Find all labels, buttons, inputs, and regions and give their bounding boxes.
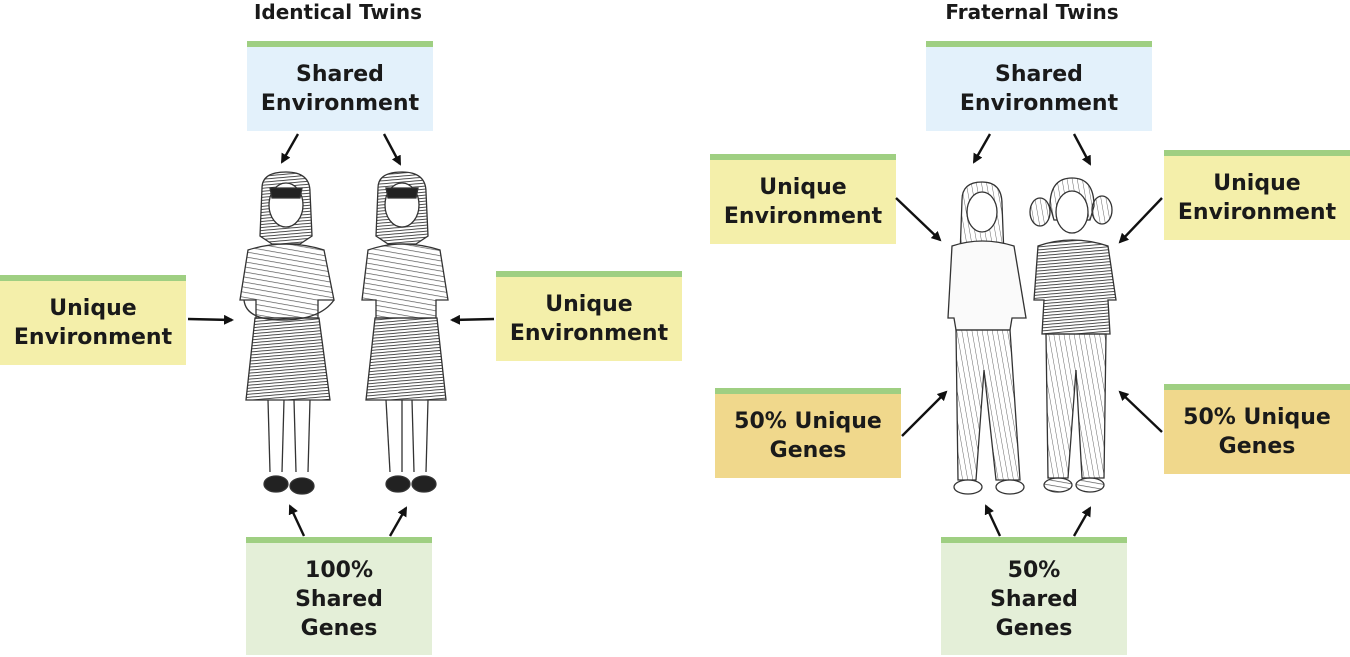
fraternal-unique-environment-right-box: Unique Environment bbox=[1164, 150, 1350, 240]
arrow bbox=[450, 314, 495, 325]
fraternal-unique-genes-right-label: 50% Unique Genes bbox=[1183, 405, 1331, 459]
identical-twins-title: Identical Twins bbox=[253, 0, 423, 24]
fraternal-unique-environment-right-label: Unique Environment bbox=[1177, 171, 1337, 225]
arrow bbox=[972, 133, 992, 164]
identical-unique-environment-right-label: Unique Environment bbox=[509, 292, 669, 346]
arrow bbox=[1072, 133, 1092, 166]
identical-unique-environment-left-box: Unique Environment bbox=[0, 275, 186, 365]
arrow bbox=[288, 504, 306, 537]
arrow bbox=[901, 390, 948, 437]
fraternal-unique-genes-right-box: 50% Unique Genes bbox=[1164, 384, 1350, 474]
fraternal-twin-right-figure bbox=[1029, 177, 1117, 493]
arrow bbox=[1118, 390, 1163, 433]
fraternal-unique-genes-left-box: 50% Unique Genes bbox=[715, 388, 901, 478]
arrow bbox=[388, 506, 408, 537]
fraternal-twin-left-figure bbox=[947, 181, 1027, 495]
arrow bbox=[1118, 197, 1163, 244]
fraternal-shared-environment-box: Shared Environment bbox=[926, 41, 1152, 131]
arrow bbox=[895, 197, 942, 242]
identical-twin-left-figure bbox=[239, 171, 335, 495]
fraternal-shared-genes-label: 50% Shared Genes bbox=[990, 557, 1078, 641]
fraternal-unique-environment-left-box: Unique Environment bbox=[710, 154, 896, 244]
arrow bbox=[984, 504, 1002, 537]
identical-unique-environment-left-label: Unique Environment bbox=[13, 296, 173, 350]
fraternal-shared-genes-box: 50% Shared Genes bbox=[941, 537, 1127, 655]
arrow bbox=[280, 133, 300, 164]
identical-arrows bbox=[187, 133, 495, 537]
arrow bbox=[1072, 506, 1092, 537]
identical-unique-environment-right-box: Unique Environment bbox=[496, 271, 682, 361]
identical-shared-genes-box: 100% Shared Genes bbox=[246, 537, 432, 655]
identical-twin-right-figure bbox=[361, 171, 449, 493]
fraternal-arrows bbox=[895, 133, 1163, 537]
identical-shared-environment-label: Shared Environment bbox=[260, 62, 420, 116]
arrow bbox=[187, 314, 234, 325]
identical-shared-environment-box: Shared Environment bbox=[247, 41, 433, 131]
fraternal-shared-environment-label: Shared Environment bbox=[959, 62, 1119, 116]
identical-shared-genes-label: 100% Shared Genes bbox=[295, 557, 383, 641]
fraternal-twins-title: Fraternal Twins bbox=[945, 0, 1119, 24]
fraternal-unique-genes-left-label: 50% Unique Genes bbox=[734, 409, 882, 463]
arrow bbox=[382, 133, 402, 166]
fraternal-unique-environment-left-label: Unique Environment bbox=[723, 175, 883, 229]
